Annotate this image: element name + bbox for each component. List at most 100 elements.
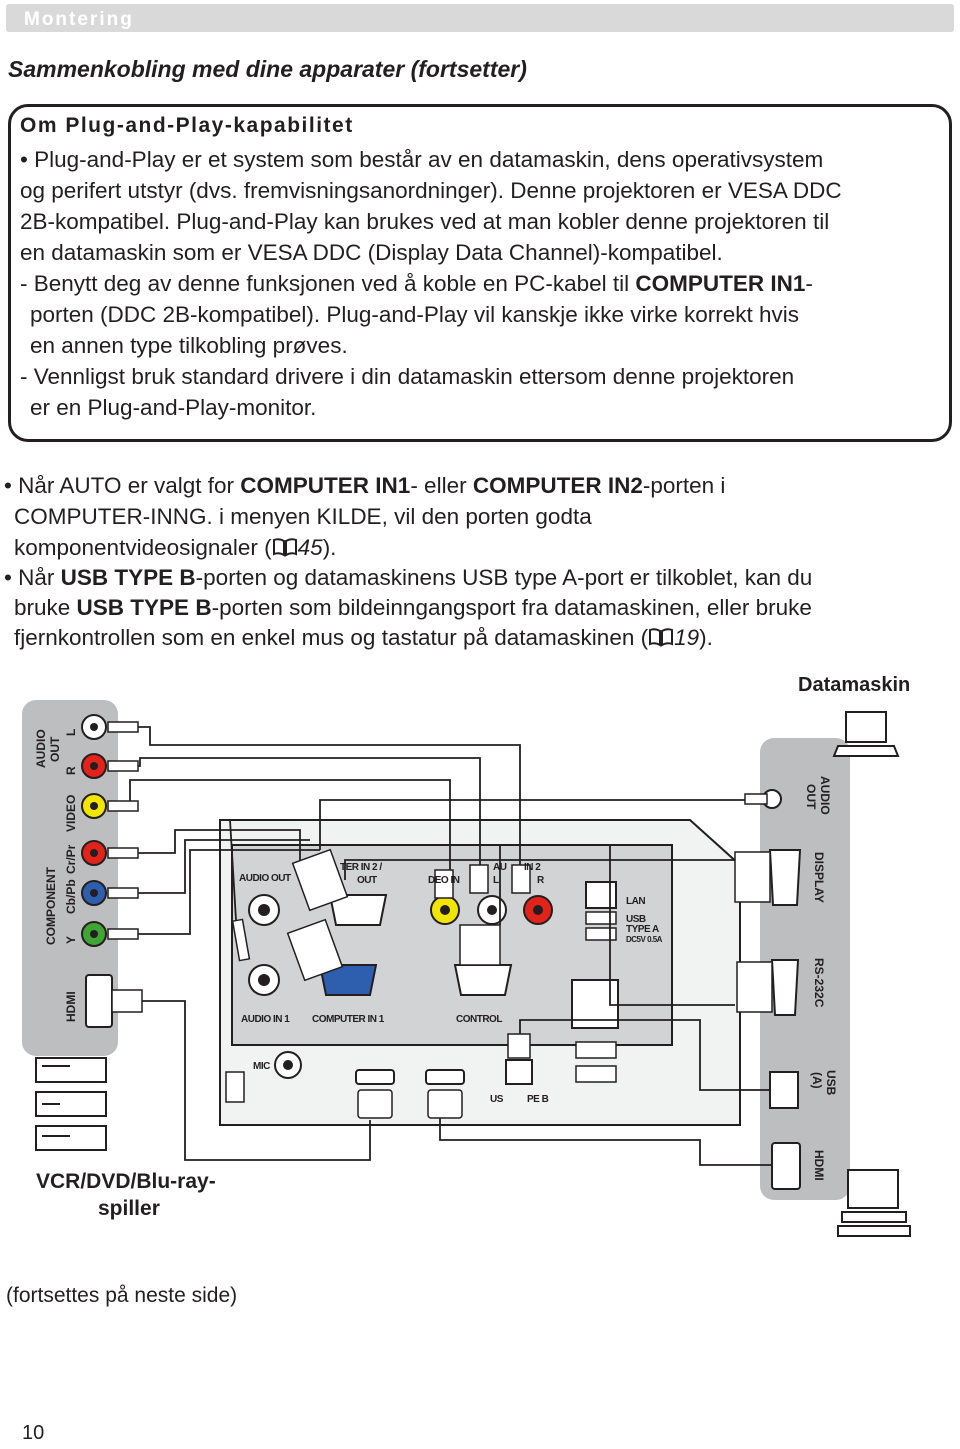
panel-video-in-label: DEO IN [428, 875, 460, 886]
hdmi-port-left[interactable] [85, 974, 113, 1028]
usb-note-text5: fjernkontrollen som en enkel mus og tast… [14, 625, 649, 650]
usb-note-line-2: bruke USB TYPE B-porten som bildeinngang… [14, 592, 812, 623]
pc-hdmi-port[interactable] [771, 1142, 801, 1190]
player-label-line1: VCR/DVD/Blu-ray- [36, 1170, 216, 1193]
pnp-line-6: porten (DDC 2B-kompatibel). Plug-and-Pla… [30, 302, 800, 327]
right-jacks [734, 789, 802, 1190]
crpr-label: Cr/Pr [64, 844, 78, 874]
left-hdmi-label: HDMI [64, 991, 78, 1022]
auto-note-text2: - eller [410, 473, 473, 498]
panel-computer-in2-label: TER IN 2 / [340, 862, 382, 873]
computer-in2-port[interactable] [328, 894, 388, 926]
usb-note-port: USB TYPE B [60, 565, 196, 590]
pc-rs232c-port[interactable] [770, 959, 800, 1016]
rs232c-label: RS-232C [812, 958, 826, 1008]
usb-note-port2: USB TYPE B [76, 595, 212, 620]
right-audio-out-label1: AUDIO [818, 776, 832, 815]
cbpb-label: Cb/Pb [64, 879, 78, 914]
pc-usb-a-port[interactable] [769, 1071, 799, 1109]
pnp-line-1: • Plug-and-Play er et system som består … [20, 147, 824, 172]
auto-note-line-1: • Når AUTO er valgt for COMPUTER IN1- el… [4, 470, 725, 501]
pnp-line-3: 2B-kompatibel. Plug-and-Play kan brukes … [20, 209, 830, 234]
pnp-line-9: er en Plug-and-Play-monitor. [30, 395, 317, 420]
panel-usb-type-b-label-a: US [490, 1094, 503, 1105]
computer-label: Datamaskin [798, 674, 911, 696]
usb-note-text3: bruke [14, 595, 77, 620]
section-header: Montering [6, 4, 954, 32]
panel-usb-type-a-label3: DC5V 0.5A [626, 935, 662, 944]
usb-a-lower-2[interactable] [575, 1065, 617, 1083]
left-jacks [81, 714, 143, 1028]
usb-note-line-3: fjernkontrollen som en enkel mus og tast… [14, 622, 713, 653]
right-audio-out-label2: OUT [804, 784, 818, 810]
laptop-icon [832, 711, 900, 757]
desktop-computer-icon [837, 1169, 911, 1237]
auto-note-line-3: komponentvideosignaler ( 45). [14, 532, 336, 563]
usb-note-page-ref[interactable]: 19 [674, 625, 700, 650]
pnp-box-title: Om Plug-and-Play-kapabilitet [20, 114, 354, 137]
section-title: Montering [24, 9, 134, 30]
auto-note-text4: komponentvideosignaler ( [14, 535, 272, 560]
display-label: DISPLAY [812, 852, 826, 903]
usb-type-b-port[interactable] [505, 1059, 533, 1085]
panel-monitor-out-label: OUT [357, 875, 377, 886]
auto-note-page-ref[interactable]: 45 [297, 535, 323, 560]
hdmi-plug-left [111, 989, 143, 1013]
panel-audio-out-label: AUDIO OUT [239, 873, 291, 884]
left-r-label: R [64, 766, 78, 775]
pnp-line-8: - Vennligst bruk standard drivere i din … [20, 364, 795, 389]
usb-note-text2: -porten og datamaskinens USB type A-port… [195, 565, 813, 590]
usb-a-lower-1[interactable] [575, 1041, 617, 1059]
panel-usb-type-a-label1: USB [626, 914, 646, 925]
page-title: Sammenkobling med dine apparater (fortse… [8, 56, 527, 82]
left-plugs [107, 721, 139, 940]
pc-display-port[interactable] [768, 849, 802, 906]
right-usb-label2: (A) [810, 1072, 824, 1089]
left-video-label: VIDEO [64, 794, 78, 832]
panel-audio-in2-label-b: IN 2 [524, 862, 541, 873]
lan-port[interactable] [585, 881, 617, 909]
usb-type-a-port-1[interactable] [585, 911, 617, 925]
left-l-label: L [64, 728, 78, 736]
control-port[interactable] [453, 964, 513, 996]
panel-mic-label: MIC [253, 1061, 270, 1072]
right-usb-label1: USB [824, 1070, 838, 1096]
panel-computer-in1-label: COMPUTER IN 1 [312, 1014, 384, 1025]
panel-audio-in2-r: R [537, 875, 544, 886]
panel-usb-type-a-label2: TYPE A [626, 924, 659, 935]
pnp-line-7: en annen type tilkobling prøves. [30, 333, 348, 358]
pnp-line-5-text: - Benytt deg av denne funksjonen ved å k… [20, 271, 636, 296]
usb-note-text6: ). [699, 625, 713, 650]
pnp-line-5-dash: - [805, 271, 813, 296]
auto-note-text: • Når AUTO er valgt for [4, 473, 241, 498]
auto-note-text3: -porten i [642, 473, 726, 498]
computer-in1-port[interactable] [318, 964, 378, 996]
page-number: 10 [22, 1422, 45, 1444]
auto-note-port2: COMPUTER IN2 [472, 473, 643, 498]
component-label: COMPONENT [44, 867, 58, 945]
left-device-ports-band [22, 700, 118, 1056]
pnp-info-box [8, 104, 952, 442]
vcr-dvd-player-icon [35, 1057, 107, 1151]
panel-plugs [231, 848, 531, 1119]
usb-note-text: • Når [4, 565, 61, 590]
left-audio-out-label1: AUDIO [34, 729, 48, 768]
left-audio-out-label2: OUT [48, 736, 62, 762]
y-label: Y [64, 935, 78, 944]
auto-note-port1: COMPUTER IN1 [240, 473, 411, 498]
auto-note-line-2: COMPUTER-INNG. i menyen KILDE, vil den p… [14, 504, 592, 529]
panel-audio-in1-label: AUDIO IN 1 [241, 1014, 290, 1025]
panel-control-label: CONTROL [456, 1014, 502, 1025]
player-label-line2: spiller [98, 1197, 160, 1220]
book-icon [272, 538, 297, 557]
hdmi-port-2[interactable] [425, 1069, 465, 1085]
pnp-line-4: en datamaskin som er VESA DDC (Display D… [20, 240, 723, 265]
panel-audio-in2-label-a: AU [493, 862, 507, 873]
right-hdmi-label: HDMI [812, 1150, 826, 1181]
book-icon [649, 628, 674, 647]
pnp-line-5: - Benytt deg av denne funksjonen ved å k… [20, 268, 813, 299]
hdmi-port-1[interactable] [355, 1069, 395, 1085]
usb-type-a-port-2[interactable] [585, 927, 617, 941]
auto-note-text5: ). [322, 535, 337, 560]
